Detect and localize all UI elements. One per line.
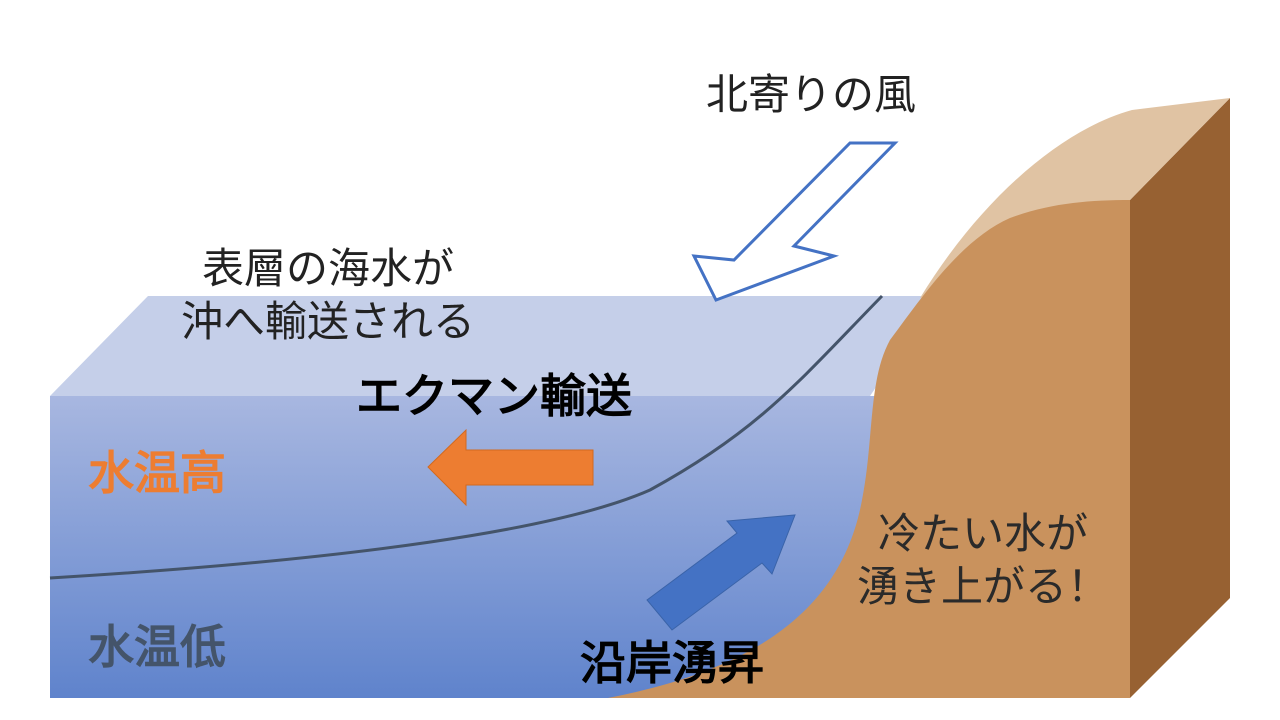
coastal-upwelling-label: 沿岸湧昇: [580, 636, 764, 690]
cold-water-label: 冷たい水が 湧き上がる！: [838, 508, 1128, 613]
temp-low-label: 水温低: [88, 620, 226, 674]
up-right-arrow-icon: [646, 514, 796, 631]
land-front-face: [608, 200, 1130, 698]
hollow-zigzag-arrow-icon: [691, 141, 899, 302]
thermocline-line: [49, 294, 884, 580]
ocean-top-face: [50, 296, 938, 396]
wind-label: 北寄りの風: [706, 70, 917, 119]
land-side-face: [1130, 98, 1230, 698]
cold-label-line1: 冷たい水が: [877, 509, 1088, 558]
temp-high-label: 水温高: [88, 446, 226, 500]
land-top-face: [920, 98, 1230, 298]
surface-transport-label: 表層の海水が 沖へ輸送される: [148, 243, 508, 348]
surface-label-line2: 沖へ輸送される: [180, 296, 475, 346]
left-arrow-icon: [427, 428, 594, 507]
ekman-transport-label: エクマン輸送: [356, 369, 632, 423]
surface-label-line1: 表層の海水が: [201, 244, 454, 293]
cold-label-line2: 湧き上がる！: [856, 561, 1109, 611]
